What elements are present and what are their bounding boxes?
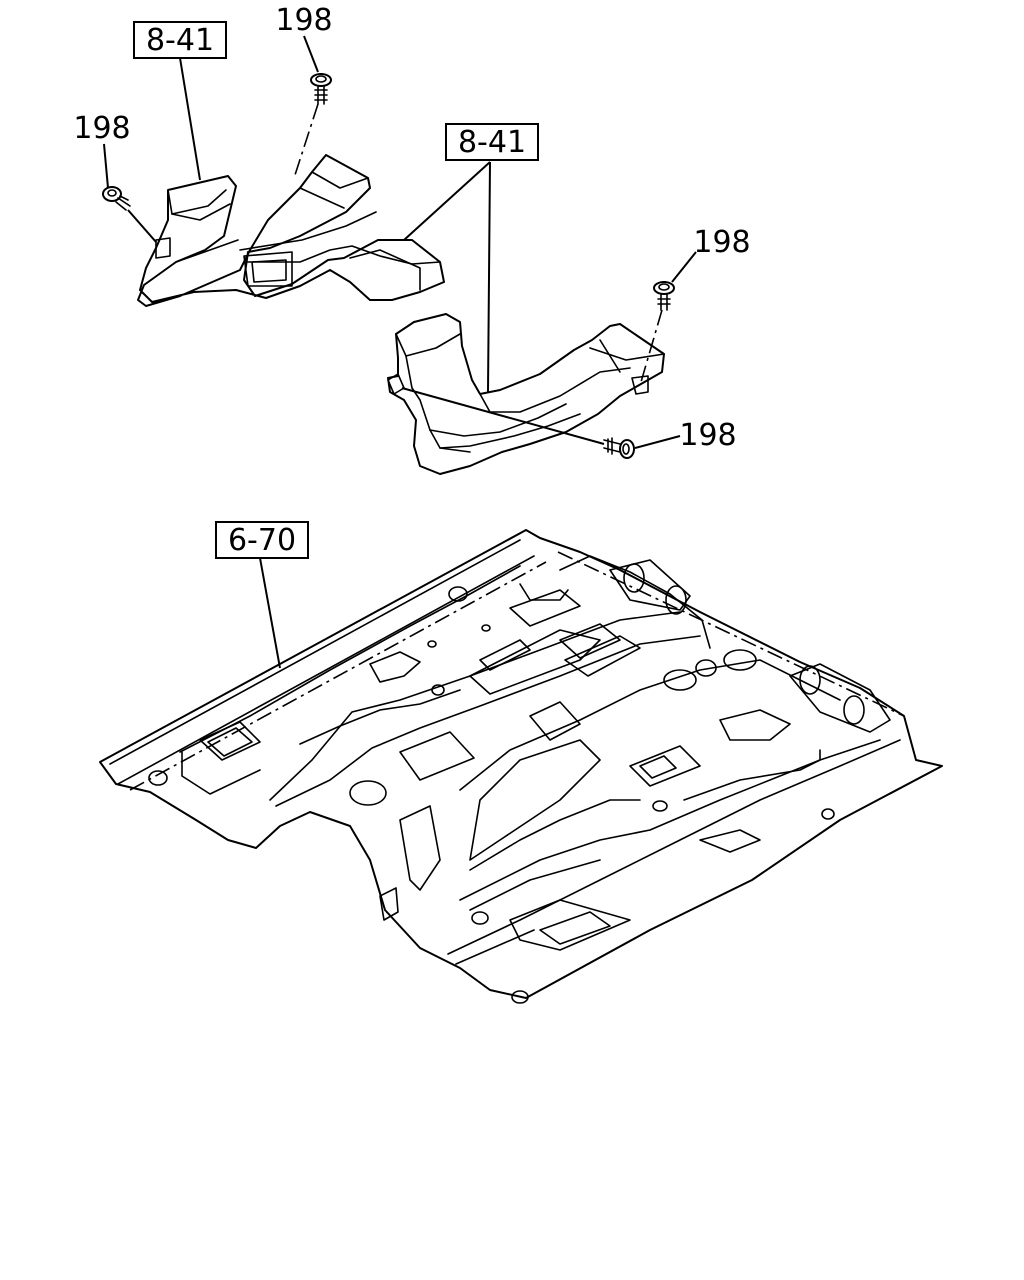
- clip-left: [102, 186, 131, 211]
- clip-right-upper: [653, 281, 675, 311]
- leader-clip-right-upper: [671, 251, 697, 283]
- attachment-line-top: [294, 103, 319, 176]
- leader-clip-left: [103, 143, 109, 189]
- part-number-clip-right-lower: 198: [679, 418, 736, 453]
- callout-duct-left-label: 8-41: [146, 23, 214, 58]
- heater-duct-right: [387, 313, 665, 475]
- part-number-clip-right-upper: 198: [693, 225, 750, 260]
- leader-duct-left: [179, 57, 201, 181]
- part-number-clip-left: 198: [73, 111, 130, 146]
- floor-panel: [99, 529, 943, 1004]
- callout-floor-panel: 6-70: [215, 521, 309, 559]
- leader-duct-right-a: [403, 161, 491, 241]
- leader-clip-top: [303, 35, 319, 73]
- clip-top: [310, 73, 332, 105]
- callout-duct-right: 8-41: [445, 123, 539, 161]
- callout-floor-panel-label: 6-70: [228, 523, 296, 558]
- attachment-line-right-upper: [640, 309, 663, 383]
- callout-duct-left: 8-41: [133, 21, 227, 59]
- attachment-line-right-lower: [401, 387, 605, 445]
- leader-duct-right-b: [487, 161, 491, 393]
- leader-clip-right-lower: [634, 435, 681, 449]
- clip-right-lower: [603, 437, 635, 459]
- leader-floor-panel: [259, 557, 281, 669]
- attachment-line-left: [127, 209, 157, 243]
- part-number-clip-top: 198: [275, 3, 332, 38]
- heater-duct-left: [137, 154, 445, 307]
- callout-duct-right-label: 8-41: [458, 125, 526, 160]
